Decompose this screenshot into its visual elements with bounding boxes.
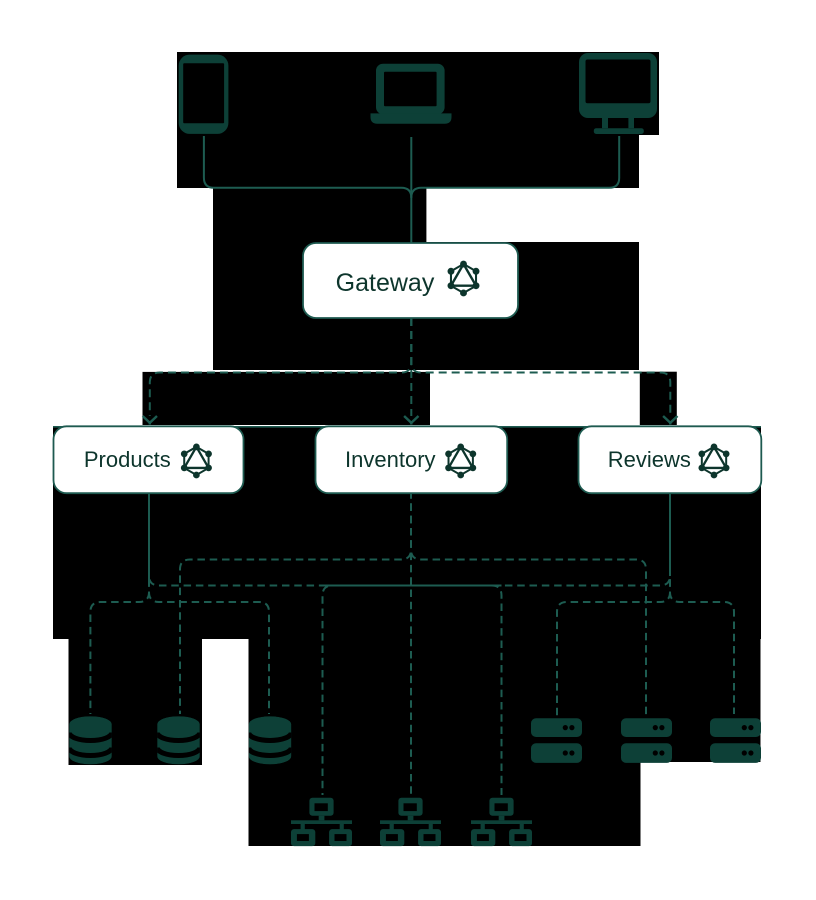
svg-text:Gateway: Gateway (336, 269, 435, 297)
svg-text:Products: Products (84, 447, 171, 472)
svg-text:Inventory: Inventory (345, 447, 436, 472)
svg-text:Reviews: Reviews (608, 447, 691, 472)
